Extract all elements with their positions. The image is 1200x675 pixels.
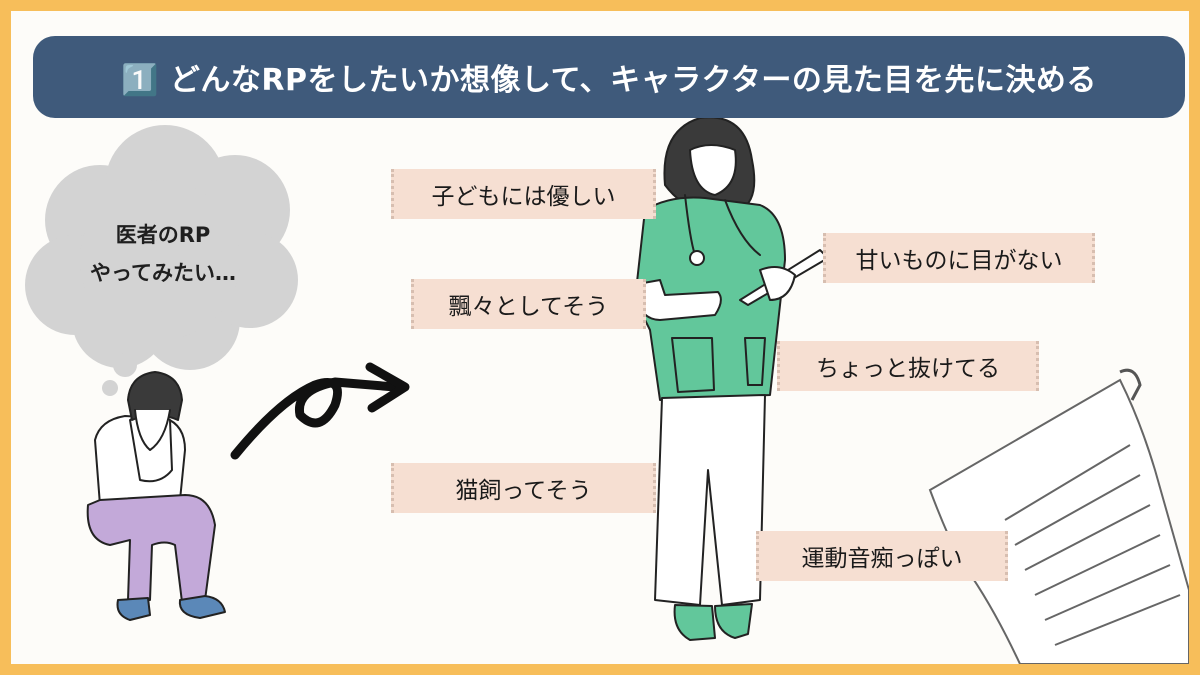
trait-tag-easygoing: 飄々としてそう bbox=[411, 279, 646, 329]
thought-cloud bbox=[25, 125, 298, 396]
page-title: 1️⃣ どんなRPをしたいか想像して、キャラクターの見た目を先に決める bbox=[121, 63, 1097, 98]
trait-tag-kind-to-children: 子どもには優しい bbox=[391, 169, 656, 219]
thought-bubble-text: 医者のRP やってみたい… bbox=[63, 216, 263, 292]
illustration-layer bbox=[25, 116, 1189, 664]
doctor-figure bbox=[631, 116, 829, 641]
title-banner: 1️⃣ どんなRPをしたいか想像して、キャラクターの見た目を先に決める bbox=[33, 36, 1185, 118]
worried-man bbox=[86, 371, 226, 621]
note-paper-icon bbox=[928, 368, 1189, 664]
trait-tag-has-cat: 猫飼ってそう bbox=[391, 463, 656, 513]
trait-tag-sweet-tooth: 甘いものに目がない bbox=[823, 233, 1095, 283]
thought-line-1: 医者のRP bbox=[115, 223, 211, 247]
trait-tag-unathletic: 運動音痴っぽい bbox=[756, 531, 1008, 581]
trait-tag-clumsy: ちょっと抜けてる bbox=[777, 341, 1039, 391]
thought-line-2: やってみたい… bbox=[90, 261, 236, 285]
curly-arrow-icon bbox=[230, 362, 410, 460]
